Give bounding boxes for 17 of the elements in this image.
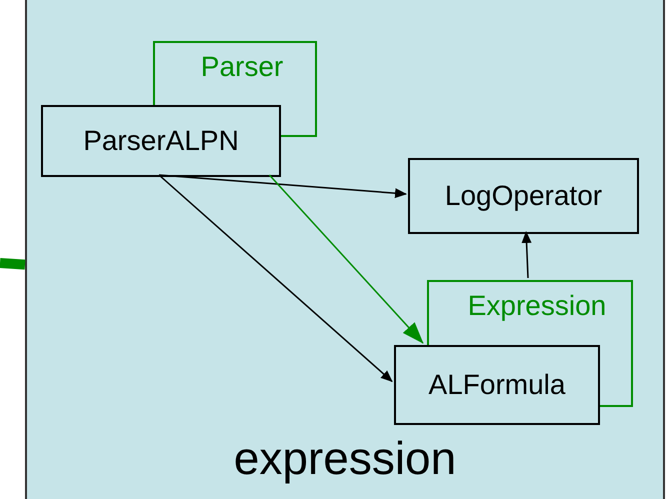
interface-label: Parser xyxy=(200,53,284,81)
connector-line xyxy=(0,258,26,270)
package-box xyxy=(25,0,665,499)
interface-label: Expression xyxy=(468,292,606,320)
class-label: LogOperator xyxy=(444,182,602,210)
interface-box xyxy=(153,41,317,105)
arrow xyxy=(268,174,424,344)
arrow xyxy=(158,174,407,198)
arrow xyxy=(158,174,393,382)
class-box xyxy=(394,345,600,425)
arrow xyxy=(522,231,532,278)
package-label: expression xyxy=(234,435,456,481)
class-box xyxy=(408,158,639,234)
class-box xyxy=(41,105,281,177)
interface-box xyxy=(427,280,633,345)
class-label: ALFormula xyxy=(428,371,566,399)
class-label: ParserALPN xyxy=(83,127,239,155)
